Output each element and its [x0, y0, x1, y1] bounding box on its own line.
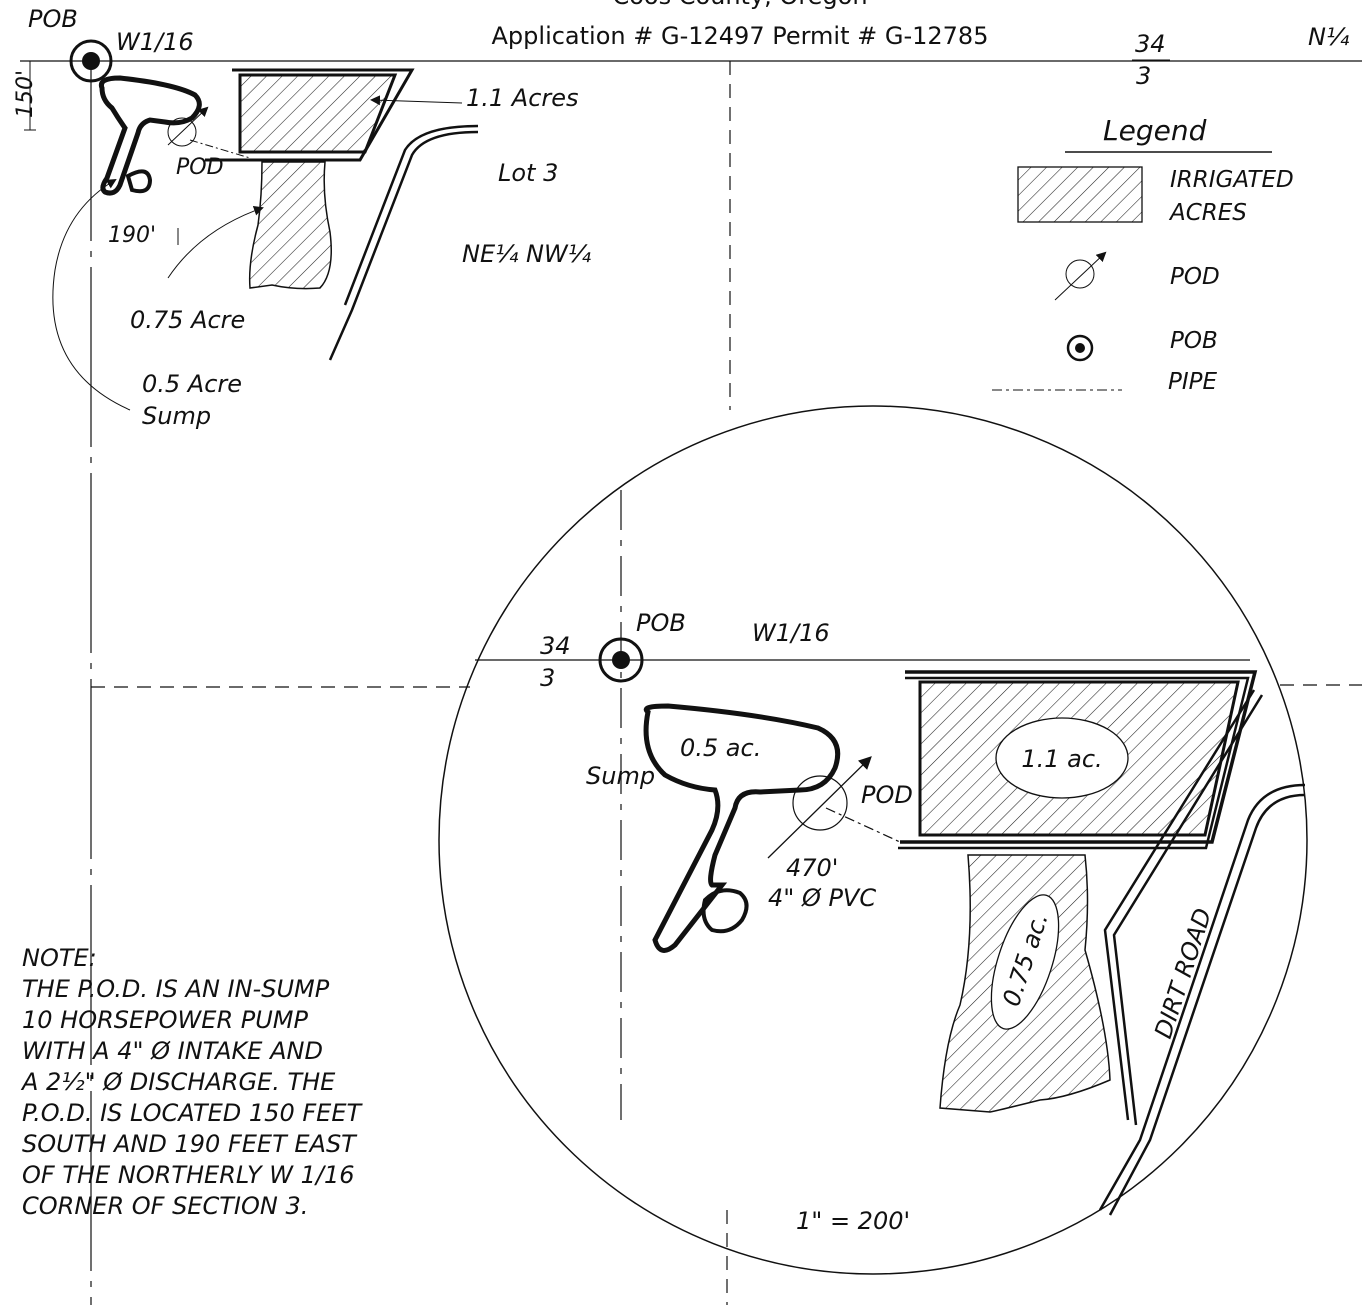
note-line-7: OF THE NORTHERLY W 1/16 — [22, 1161, 355, 1189]
detail-inset: POB W1/16 34 3 0.5 ac. Sump POD 470' 4" … — [438, 405, 1308, 1275]
detail-section-34: 34 — [540, 632, 571, 660]
detail-sump-acres-label: 0.5 ac. — [680, 734, 761, 762]
legend-irrigated-label-1: IRRIGATED — [1170, 167, 1294, 193]
dimension-190-label: 190' — [108, 223, 156, 248]
overview-sump-label: Sump — [142, 402, 211, 430]
legend-title: Legend — [1103, 114, 1207, 147]
overview-field-0-75 — [248, 161, 332, 290]
detail-scale: 1" = 200' — [796, 1207, 910, 1235]
overview-pipe — [189, 139, 251, 159]
detail-pob-label: POB — [636, 609, 686, 637]
application-title: Application # G-12497 Permit # G-12785 — [492, 22, 989, 50]
detail-field-0-75-label-ellipse — [990, 894, 1060, 1030]
overview-field-0-75-label: 0.75 Acre — [130, 306, 245, 334]
overview-sump-acres-label: 0.5 Acre — [142, 370, 242, 398]
detail-pob-marker-icon — [598, 637, 644, 683]
detail-w116-label: W1/16 — [752, 619, 830, 647]
detail-field-1-1-label-ellipse — [995, 717, 1129, 799]
legend-pod-label: POD — [1170, 264, 1220, 290]
note-line-4: A 2½" Ø DISCHARGE. THE — [20, 1068, 336, 1096]
county-title: Coos County, Oregon — [612, 0, 867, 10]
note-line-5: P.O.D. IS LOCATED 150 FEET — [22, 1099, 363, 1127]
note-line-1: THE P.O.D. IS AN IN-SUMP — [22, 975, 330, 1003]
pob-marker-icon — [69, 39, 113, 83]
detail-pipe-spec: 4" Ø PVC — [768, 884, 876, 912]
detail-pod-circle — [792, 775, 848, 831]
legend-pob-label: POB — [1170, 328, 1218, 354]
detail-pod-arrow — [767, 756, 872, 859]
lot-label: Lot 3 — [498, 159, 558, 187]
section-number-34: 34 — [1135, 30, 1166, 58]
note-block: NOTE: THE P.O.D. IS AN IN-SUMP 10 HORSEP… — [20, 944, 363, 1220]
overview-sump-pond — [98, 75, 202, 196]
detail-pipe — [825, 807, 901, 843]
pob-label: POB — [28, 5, 78, 33]
legend-pod-icon — [1054, 251, 1107, 301]
legend-irrigated-swatch — [1017, 166, 1143, 223]
section-number-3: 3 — [1136, 62, 1151, 90]
detail-sump-label: Sump — [586, 762, 655, 790]
legend-pob-icon — [1066, 334, 1094, 362]
detail-drainage — [900, 670, 1258, 844]
detail-circle — [438, 405, 1308, 1275]
w116-label: W1/16 — [116, 28, 194, 56]
note-line-6: SOUTH AND 190 FEET EAST — [22, 1130, 358, 1158]
note-line-0: NOTE: — [22, 944, 97, 972]
overview-field-1-1-label: 1.1 Acres — [466, 84, 579, 112]
legend-irrigated-label-2: ACRES — [1168, 200, 1247, 226]
overview-drainage — [205, 68, 415, 162]
overview-pod-circle — [167, 117, 197, 147]
detail-section-3: 3 — [540, 664, 555, 692]
detail-field-1-1-label: 1.1 ac. — [1021, 745, 1102, 773]
note-line-2: 10 HORSEPOWER PUMP — [22, 1006, 308, 1034]
detail-sump-pond — [643, 703, 841, 953]
note-line-3: WITH A 4" Ø INTAKE AND — [22, 1037, 323, 1065]
legend-pipe-label: PIPE — [1168, 369, 1218, 395]
legend: Legend IRRIGATED ACRES POD POB PIPE — [992, 114, 1294, 395]
detail-dirt-road — [1098, 783, 1306, 1211]
quarter-label: NE¼ NW¼ — [462, 240, 591, 268]
overview-road — [343, 124, 479, 306]
overview-pod-arrow — [167, 106, 209, 146]
north-quarter-label: N¼ — [1308, 23, 1349, 51]
dimension-150-label: 150' — [13, 70, 38, 118]
detail-pod-label: POD — [861, 781, 913, 809]
detail-pipe-length: 470' — [786, 854, 838, 882]
note-line-8: CORNER OF SECTION 3. — [22, 1192, 308, 1220]
